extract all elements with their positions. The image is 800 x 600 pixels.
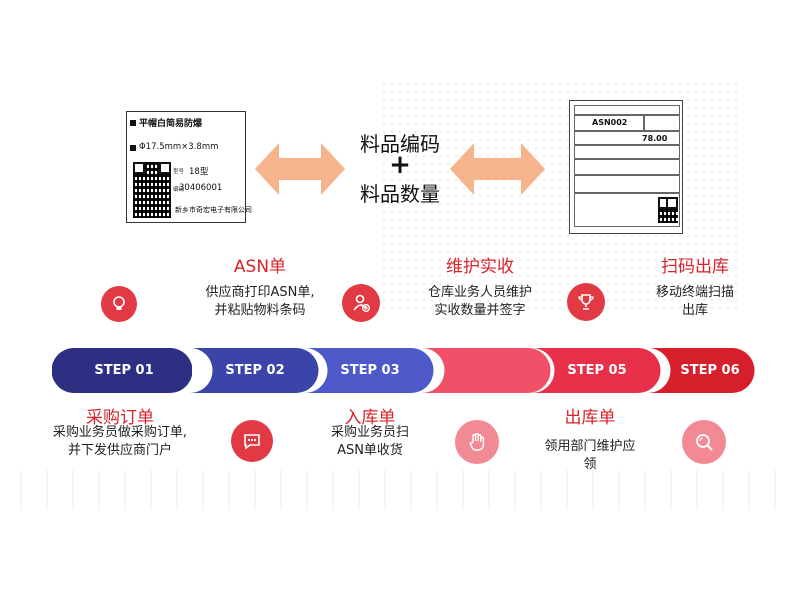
doc-row xyxy=(574,159,680,175)
label-mark xyxy=(130,120,136,126)
step-06-label: STEP 06 xyxy=(680,363,740,378)
center-material-qty: 料品数量 xyxy=(360,182,440,206)
search-icon xyxy=(682,420,726,464)
asn-document: ASN002 78.00 xyxy=(569,100,683,234)
plus-icon: + xyxy=(389,150,411,180)
center-material-code: 料品编码 xyxy=(360,132,440,156)
label-code: 30406001 xyxy=(179,183,223,193)
top-step-title-1: ASN单 xyxy=(233,257,287,277)
material-label-card: 平帽白简易防爆 Φ17.5mm×3.8mm 型号 18型 编码 30406001… xyxy=(126,111,252,223)
doc-row xyxy=(574,175,680,193)
label-field-model: 型号 xyxy=(173,169,185,175)
step-01-label: STEP 01 xyxy=(94,363,154,378)
top-step-desc-3: 移动终端扫描出库 xyxy=(655,285,734,318)
top-step-title-2: 维护实收 xyxy=(446,257,514,277)
step-05-label: STEP 05 xyxy=(567,363,627,378)
step-05-banner xyxy=(532,348,661,393)
label-company: 新乡市奇宏电子有限公司 xyxy=(175,206,252,214)
doc-row xyxy=(574,145,680,159)
bottom-step-desc-1: 采购业务员做采购订单,并下发供应商门户 xyxy=(52,425,188,458)
step-01-banner xyxy=(52,348,192,393)
top-step-desc-2: 仓库业务人员维护实收数量并签字 xyxy=(427,285,532,318)
doc-row xyxy=(574,115,644,131)
bottom-step-title-2: 入库单 xyxy=(344,408,396,428)
background-circuit-pattern xyxy=(20,470,790,510)
doc-quantity: 78.00 xyxy=(642,134,668,143)
step-03-banner xyxy=(305,348,434,393)
double-arrow-right-icon xyxy=(450,143,545,195)
step-02-label: STEP 02 xyxy=(225,363,285,378)
chat-icon xyxy=(231,420,273,462)
trophy-icon xyxy=(567,283,605,321)
top-step-title-3: 扫码出库 xyxy=(661,257,729,277)
bottom-step-title-1: 采购订单 xyxy=(86,408,154,428)
label-mark xyxy=(130,145,136,151)
bulb-icon xyxy=(101,286,137,322)
label-spec: Φ17.5mm×3.8mm xyxy=(139,142,219,152)
doc-asn-number: ASN002 xyxy=(592,118,628,127)
top-step-desc-1: 供应商打印ASN单,并粘贴物料条码 xyxy=(205,285,315,318)
doc-row xyxy=(574,131,680,145)
step-03-label: STEP 03 xyxy=(340,363,400,378)
hand-icon xyxy=(455,420,499,464)
bottom-step-desc-3: 领用部门维护应领 xyxy=(544,439,636,472)
label-field-code: 编码 xyxy=(173,187,185,193)
double-arrow-left-icon xyxy=(255,143,345,195)
step-02-banner xyxy=(190,348,319,393)
doc-row xyxy=(574,105,680,115)
user-add-icon xyxy=(342,284,380,322)
label-title: 平帽白简易防爆 xyxy=(139,119,203,129)
bottom-step-title-3: 出库单 xyxy=(564,408,616,428)
qr-code-icon xyxy=(658,197,678,223)
step-06-banner xyxy=(648,348,755,393)
qr-code-icon xyxy=(133,162,171,218)
doc-row xyxy=(574,193,680,227)
doc-row xyxy=(644,115,680,131)
step-04-label xyxy=(437,359,537,383)
label-model: 18型 xyxy=(189,167,209,177)
step-04-banner xyxy=(422,348,551,393)
